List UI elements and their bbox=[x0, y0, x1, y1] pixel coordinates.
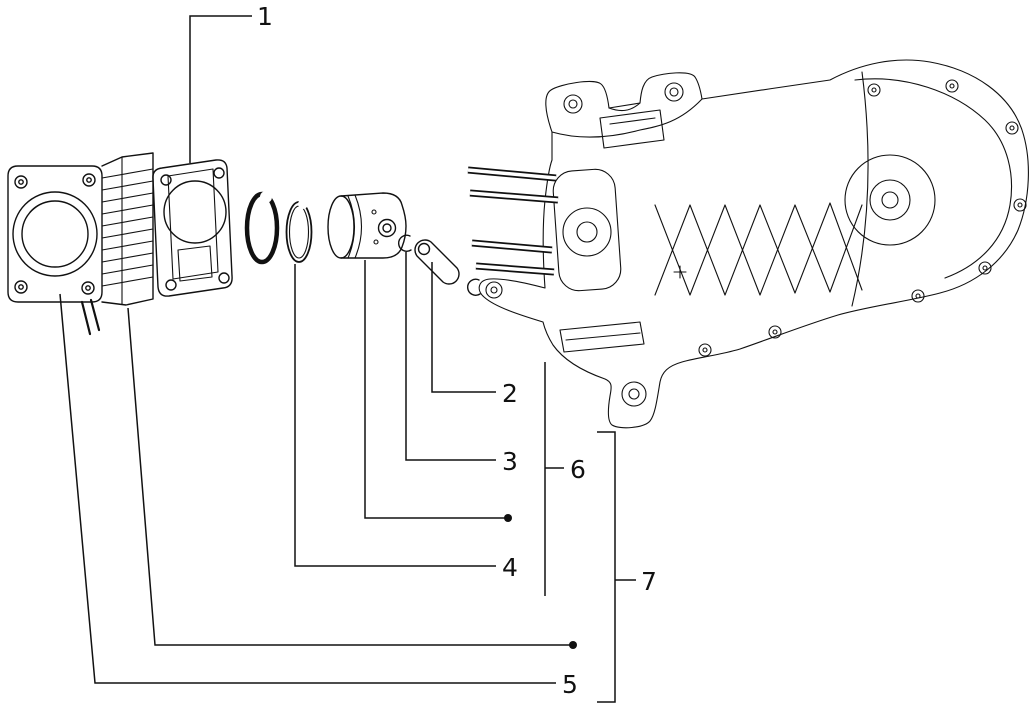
leader-line-2 bbox=[431, 262, 496, 393]
callout-2: 2 bbox=[502, 379, 518, 408]
leader-lines bbox=[59, 15, 636, 703]
callout-1: 1 bbox=[257, 2, 273, 31]
leader-line-1 bbox=[189, 15, 252, 163]
piston-drawing bbox=[327, 192, 407, 259]
callout-labels: 1 2 3 4 5 6 7 bbox=[257, 2, 657, 699]
callout-6: 6 bbox=[570, 455, 586, 484]
callout-4: 4 bbox=[502, 553, 518, 582]
leader-line-5 bbox=[59, 293, 556, 684]
crankcase-drawing bbox=[478, 59, 1029, 429]
piston-ring-2 bbox=[285, 199, 313, 263]
gasket-drawing bbox=[152, 159, 233, 297]
bracket-7 bbox=[597, 431, 616, 703]
wrist-pin-drawing bbox=[414, 239, 460, 285]
assembly-dot-piston bbox=[504, 514, 512, 522]
callout-3: 3 bbox=[502, 447, 518, 476]
assembly-dot-cylinder bbox=[569, 641, 577, 649]
cylinder-studs-drawing bbox=[467, 166, 559, 276]
piston-ring-1 bbox=[244, 191, 280, 265]
callout-7: 7 bbox=[641, 567, 657, 596]
leader-line-3 bbox=[405, 252, 496, 461]
circlip-left bbox=[397, 234, 412, 252]
leader-line-4 bbox=[294, 264, 496, 567]
callout-5: 5 bbox=[562, 670, 578, 699]
leader-line-cylinder-dot bbox=[127, 307, 570, 646]
cylinder-drawing bbox=[7, 152, 154, 336]
circlip-right bbox=[466, 278, 481, 296]
leader-line-piston-dot bbox=[364, 260, 505, 519]
